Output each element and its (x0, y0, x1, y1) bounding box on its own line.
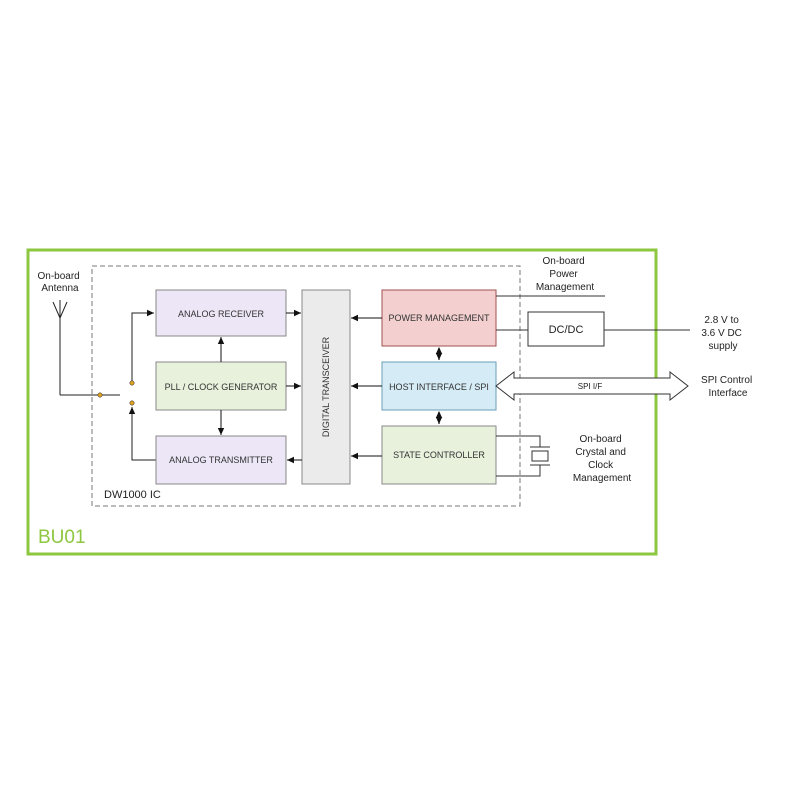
spi-bus-label: SPI I/F (578, 382, 603, 391)
module-label: BU01 (38, 527, 86, 548)
host-interface-block: HOST INTERFACE / SPI (381, 361, 497, 411)
rx-path-arrow (131, 309, 154, 381)
ic-label: DW1000 IC (104, 489, 161, 501)
state-controller-label: STATE CONTROLLER (393, 450, 485, 460)
spi-control-label: SPI Control Interface (701, 375, 755, 399)
pll-clock-label: PLL / CLOCK GENERATOR (165, 382, 278, 392)
power-management-block: POWER MANAGEMENT (381, 289, 497, 347)
supply-label: 2.8 V to 3.6 V DC supply (701, 315, 744, 352)
digital-transceiver-label: DIGITAL TRANSCEIVER (321, 336, 331, 437)
dcdc-block: DC/DC (527, 311, 605, 347)
analog-receiver-block: ANALOG RECEIVER (155, 289, 287, 337)
antenna-icon (52, 300, 68, 395)
switch-contact-tx (129, 400, 135, 406)
pll-clock-block: PLL / CLOCK GENERATOR (155, 361, 287, 411)
crystal-label: On-board Crystal and Clock Management (573, 434, 632, 484)
analog-transmitter-block: ANALOG TRANSMITTER (155, 435, 287, 485)
switch-pivot (97, 392, 103, 398)
power-mgmt-label: On-board Power Management (536, 256, 595, 293)
switch-contact-rx (129, 380, 135, 386)
tx-path-arrow (128, 407, 156, 461)
power-management-label: POWER MANAGEMENT (388, 313, 490, 323)
host-interface-label: HOST INTERFACE / SPI (389, 382, 489, 392)
module-border (26, 248, 658, 556)
antenna-label: On-board Antenna (37, 271, 82, 294)
crystal-icon (496, 435, 550, 477)
spi-bus-arrow (495, 370, 689, 402)
state-controller-block: STATE CONTROLLER (381, 425, 497, 485)
dcdc-label: DC/DC (549, 324, 584, 336)
analog-receiver-label: ANALOG RECEIVER (178, 309, 265, 319)
digital-transceiver-block: DIGITAL TRANSCEIVER (301, 289, 351, 485)
analog-transmitter-label: ANALOG TRANSMITTER (169, 455, 273, 465)
